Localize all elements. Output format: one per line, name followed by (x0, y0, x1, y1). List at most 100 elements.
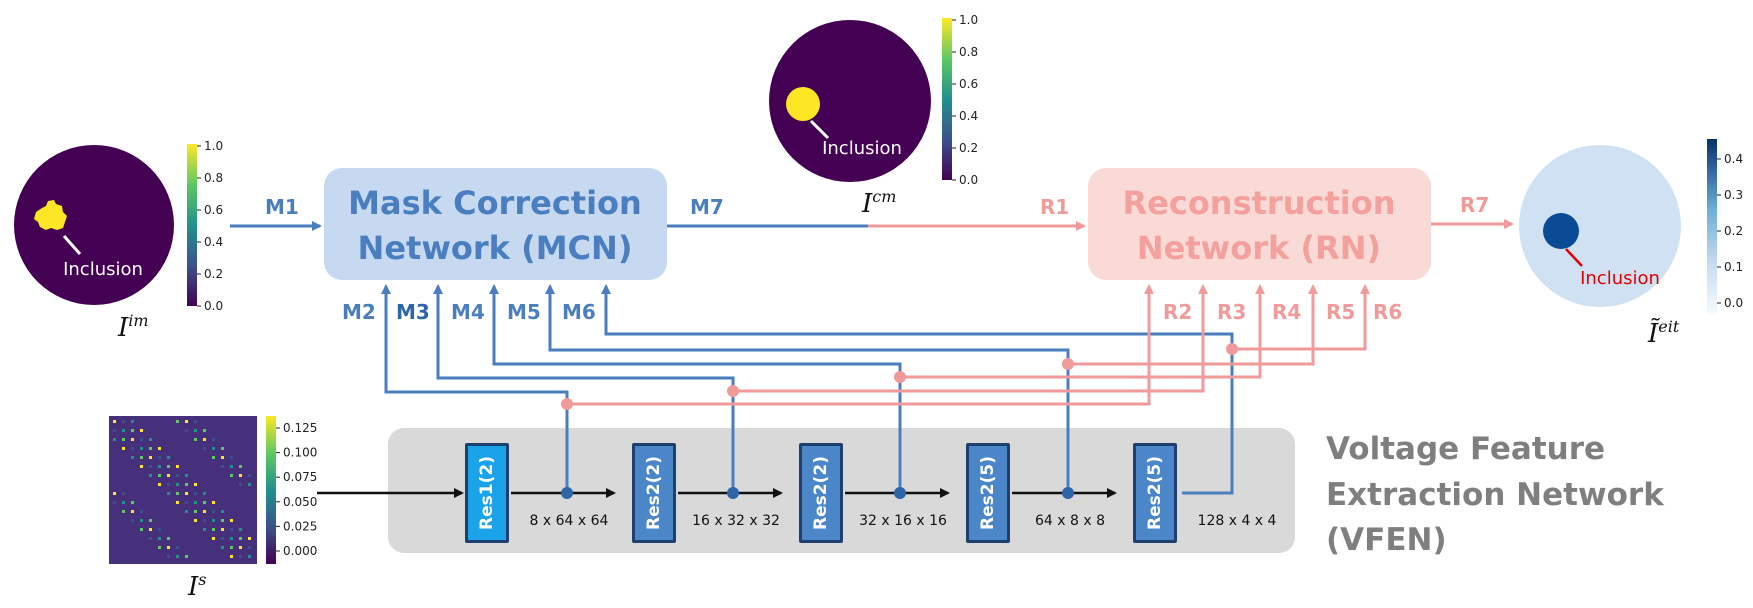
r7-label: R7 (1460, 193, 1489, 217)
m6-label: M6 (562, 300, 596, 324)
vfen-title-2: Extraction Network (1326, 477, 1665, 513)
r1-label: R1 (1040, 195, 1069, 219)
tensor-shape-label: 128 x 4 x 4 (1198, 513, 1277, 529)
rn-skip-connections (567, 284, 1370, 406)
colorbar-tick-label: 0.3 (1724, 188, 1743, 202)
s-label: Is (187, 570, 207, 602)
im-annotation: Inclusion (63, 259, 143, 280)
m6-connection (601, 284, 1234, 495)
res-block-label: Res2(5) (1145, 456, 1165, 530)
tensor-shape-label: 32 x 16 x 16 (859, 513, 947, 529)
colorbar-tick-label: 0.2 (1724, 224, 1743, 238)
mcn-box (324, 168, 667, 280)
colorbar-tick-label: 0.8 (204, 171, 223, 185)
im-colorbar-ticks: 1.0 0.8 0.6 0.4 0.2 0.0 (197, 139, 223, 313)
colorbar-tick-label: 0.0 (204, 299, 223, 313)
cm-colorbar (942, 18, 952, 180)
eit-colorbar (1707, 139, 1717, 315)
res-block (468, 446, 506, 540)
m2-connection (381, 284, 569, 493)
rn-title-1: Reconstruction (1123, 184, 1396, 222)
m4-connection (489, 284, 902, 493)
eit-label: Ĩeit (1647, 317, 1680, 349)
m5-connection (545, 284, 1070, 493)
r4-connection (900, 284, 1265, 379)
s-matrix-dots (113, 420, 251, 558)
colorbar-tick-label: 1.0 (959, 13, 978, 27)
s-colorbar (266, 416, 276, 564)
r3-label: R3 (1217, 300, 1246, 324)
colorbar-tick-label: 0.1 (1724, 260, 1743, 274)
m5-label: M5 (507, 300, 541, 324)
image-s: 0.125 0.100 0.075 0.050 0.025 0.000 Is (109, 416, 317, 602)
cm-colorbar-ticks: 1.0 0.8 0.6 0.4 0.2 0.0 (952, 13, 978, 187)
image-eit: Inclusion 0.4 0.3 0.2 0.1 0.0 Ĩeit (1519, 139, 1743, 349)
vfen-title: Voltage Feature (1326, 431, 1605, 467)
colorbar-tick-label: 0.4 (204, 235, 223, 249)
colorbar-tick-label: 1.0 (204, 139, 223, 153)
eit-colorbar-ticks: 0.4 0.3 0.2 0.1 0.0 (1717, 152, 1743, 310)
s-colorbar-ticks: 0.125 0.100 0.075 0.050 0.025 0.000 (276, 421, 317, 558)
rn-junction-dots (561, 343, 1238, 410)
tensor-shape-label: 8 x 64 x 64 (530, 513, 609, 529)
r4-label: R4 (1272, 300, 1301, 324)
res-block (1136, 446, 1174, 540)
eit-pointer (1565, 248, 1583, 267)
colorbar-tick-label: 0.4 (959, 109, 978, 123)
mcn-title-2: Network (MCN) (358, 229, 633, 267)
res-block-label: Res1(2) (477, 456, 497, 530)
r5-connection (1068, 284, 1318, 366)
r3-connection (733, 284, 1208, 393)
res-block-label: Res2(5) (978, 456, 998, 530)
colorbar-tick-label: 0.050 (283, 495, 317, 509)
cm-label: Icm (861, 187, 896, 219)
r6-label: R6 (1373, 300, 1402, 324)
colorbar-tick-label: 0.000 (283, 544, 317, 558)
colorbar-tick-label: 0.6 (959, 77, 978, 91)
cm-inclusion-blob (786, 87, 820, 121)
tensor-shape-label: 64 x 8 x 8 (1035, 513, 1105, 529)
eit-disk (1519, 145, 1681, 307)
res-block-label: Res2(2) (811, 456, 831, 530)
r6-connection (1232, 284, 1370, 351)
res-block (635, 446, 673, 540)
image-im: Inclusion 1.0 0.8 0.6 0.4 0.2 0.0 Iim (14, 139, 223, 343)
res-block (969, 446, 1007, 540)
colorbar-tick-label: 0.4 (1724, 152, 1743, 166)
res-block-label: Res2(2) (644, 456, 664, 530)
mcn-skip-connections (381, 284, 1234, 495)
vfen-title-3: (VFEN) (1326, 522, 1447, 558)
im-label: Iim (117, 311, 149, 343)
colorbar-tick-label: 0.2 (959, 141, 978, 155)
res-block (802, 446, 840, 540)
r5-label: R5 (1326, 300, 1355, 324)
cm-disk (769, 20, 931, 182)
eit-inclusion-blob (1543, 213, 1579, 249)
colorbar-tick-label: 0.025 (283, 519, 317, 533)
colorbar-tick-label: 0.075 (283, 470, 317, 484)
vfen-junction-dots (561, 487, 1074, 499)
colorbar-tick-label: 0.8 (959, 45, 978, 59)
m1-label: M1 (265, 195, 299, 219)
colorbar-tick-label: 0.0 (959, 173, 978, 187)
colorbar-tick-label: 0.2 (204, 267, 223, 281)
vfen-blocks: Res1(2) 8 x 64 x 64 Res2(2) 16 x 32 x 32 Res… (465, 443, 1277, 543)
m2-label: M2 (342, 300, 376, 324)
cm-pointer (809, 119, 830, 140)
m3-connection (433, 284, 735, 493)
colorbar-tick-label: 0.125 (283, 421, 317, 435)
colorbar-tick-label: 0.0 (1724, 296, 1743, 310)
m7-label: M7 (690, 195, 724, 219)
colorbar-tick-label: 0.100 (283, 446, 317, 460)
rn-title-2: Network (RN) (1137, 229, 1381, 267)
im-disk (14, 145, 174, 305)
image-cm: Inclusion 1.00.80.60.40.20.0 Icm (769, 13, 978, 219)
m3-label: M3 (396, 300, 430, 324)
colorbar-tick-label: 0.6 (204, 203, 223, 217)
im-colorbar (187, 144, 197, 306)
im-inclusion-blob (34, 200, 67, 230)
eit-annotation: Inclusion (1580, 268, 1660, 289)
im-pointer (62, 235, 82, 255)
tensor-shape-label: 16 x 32 x 32 (692, 513, 780, 529)
rn-box (1088, 168, 1431, 280)
